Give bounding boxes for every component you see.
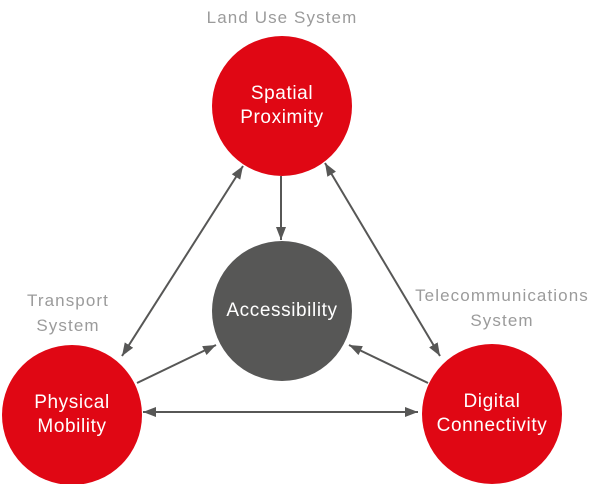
arrow-physical-accessibility [136,344,217,384]
label-land-use-system: Land Use System [206,8,358,27]
node-accessibility: Accessibility [212,241,352,381]
node-physical-mobility: Physical Mobility [2,345,142,484]
arrow-digital-accessibility [348,344,429,384]
node-digital-connectivity: Digital Connectivity [422,344,562,484]
arrow-spatial-digital [324,162,441,357]
label-transport-system: Transport System [26,291,110,335]
node-spatial-proximity: Spatial Proximity [212,36,352,176]
label-telecommunications-system: Telecommunications System [415,286,589,330]
arrow-spatial-physical [121,165,244,357]
